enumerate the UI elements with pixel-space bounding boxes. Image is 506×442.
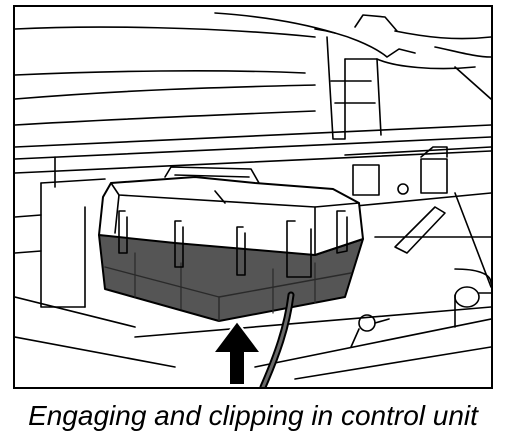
hinge-bracket [314,14,491,140]
arrow-up-icon [211,319,263,386]
upper-panel [15,12,336,126]
lower-structure [15,268,491,380]
mounting-plate [15,178,106,308]
illustration-frame [13,5,493,389]
control-unit-illustration [15,12,491,387]
side-bracket [344,146,491,288]
figure-caption: Engaging and clipping in control unit [28,400,478,431]
cable [259,291,295,387]
control-unit [98,166,364,322]
mounting-rail [15,124,491,188]
